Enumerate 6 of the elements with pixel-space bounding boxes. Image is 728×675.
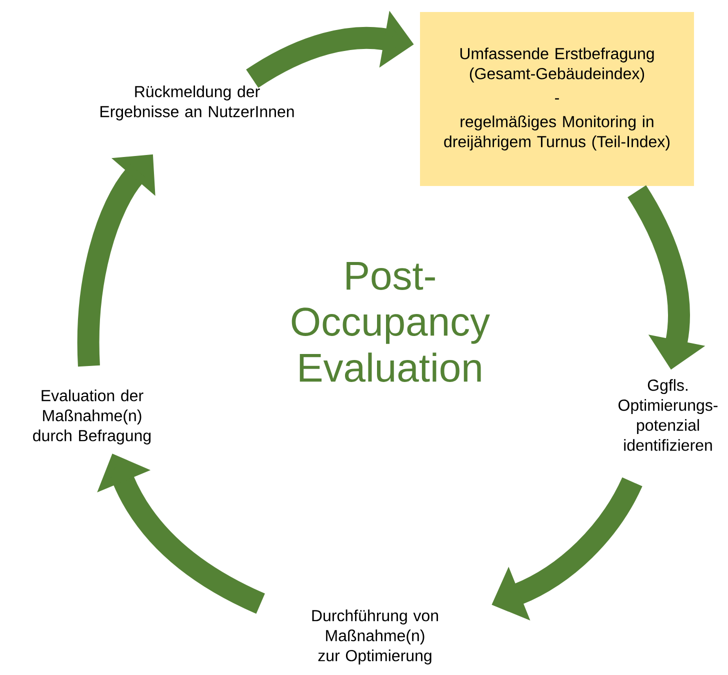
highlight-box: Umfassende Erstbefragung (Gesamt-Gebäudeindex) - regelmäßiges Monitoring in dreijährigem Turnus (Teil-Index) (420, 12, 694, 186)
step-text: Rückmeldung der Ergebnisse an NutzerInnen (100, 86, 294, 120)
step-text: Evaluation der Maßnahme(n) durch Befragung (33, 390, 151, 444)
step-text: Ggfls. Optimierungs- potenzial identifizieren (618, 379, 718, 451)
step-text: Durchführung von Maßnahme(n) zur Optimierung (312, 610, 438, 664)
title: Post- Occupancy Evaluation (292, 262, 490, 382)
